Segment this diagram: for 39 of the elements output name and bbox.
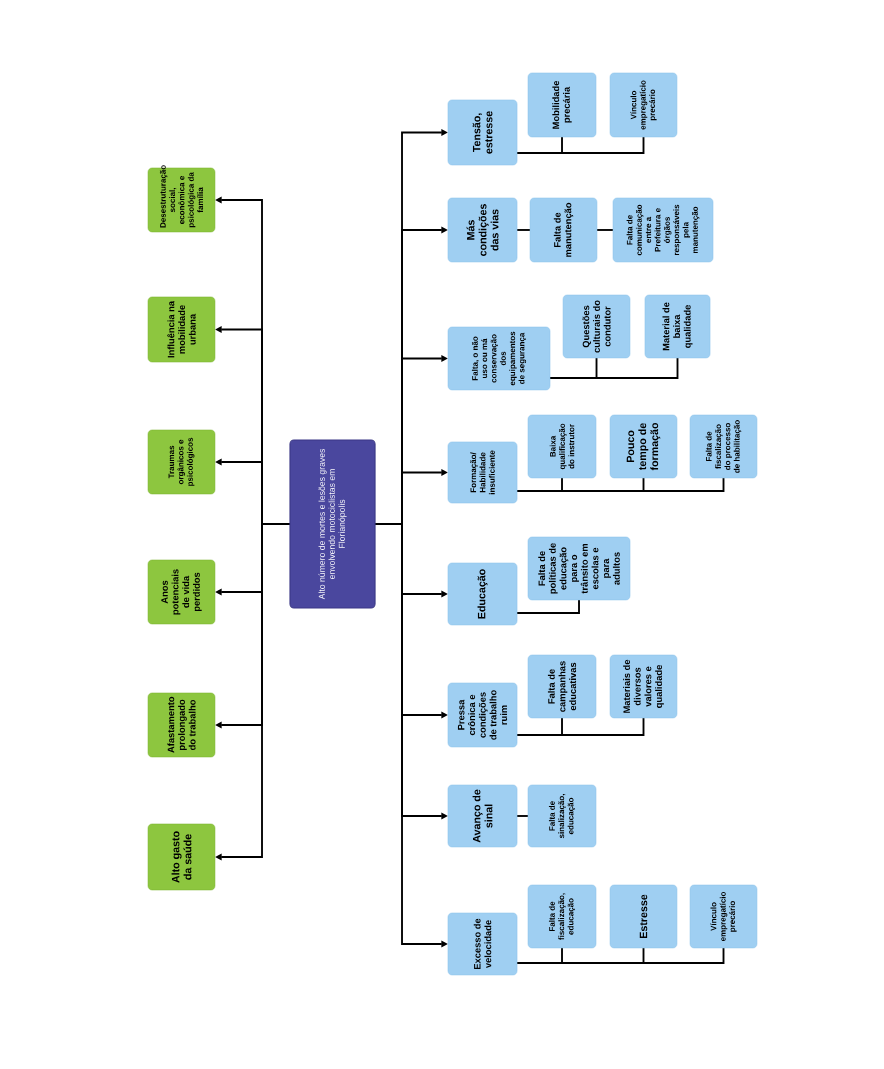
cause-box: Falta de políticas de educação para o trânsito em escolas e para adultos: [527, 536, 631, 601]
connector: [549, 357, 679, 379]
effect-box: Desestruturação social, econômica e psicológica da família: [147, 165, 216, 233]
cause-box: Falta de sinalização, educação: [527, 784, 597, 848]
effect-box: Traumas orgânicos e psicológicos: [147, 429, 216, 495]
connector: [516, 136, 645, 154]
cause-box: Más condições das vias: [447, 197, 518, 263]
cause-box: Falta de comunicação entre a Prefeitura e órgãos responsáveis pela manutenção: [612, 197, 714, 263]
cause-box: Educação: [447, 562, 518, 626]
connector: [516, 477, 725, 492]
cause-box: Avanço de sinal: [447, 784, 518, 848]
effect-box: Influência na mobilidade urbana: [147, 296, 216, 363]
connector: [596, 229, 614, 231]
cause-box: Baixa qualificação do instrutor: [527, 414, 597, 479]
cause-box: Falta de campanhas educativas: [527, 654, 597, 719]
cause-box: Falta, o não uso ou má conservação dos equipamentos de segurança: [447, 326, 551, 391]
cause-box: Mobilidade precária: [527, 72, 597, 138]
center-box: Alto número de mortes e lesões graves envolvendo motociclistas em Florianópolis: [289, 439, 376, 609]
cause-box: Tensão, estresse: [447, 99, 518, 166]
effect-box: Alto gasto da saúde: [147, 823, 216, 891]
cause-box: Vínculo empregatício precário: [689, 884, 758, 949]
cause-box: Material de baixa qualidade: [644, 294, 711, 359]
cause-box: Falta de fiscalização, educação: [527, 884, 597, 949]
effect-box: Afastamento prolongado do trabalho: [147, 692, 216, 758]
cause-box: Excesso de velocidade: [447, 912, 518, 976]
connector: [516, 717, 645, 736]
cause-box: Pressa crônica e condições de trabalho ruim: [447, 682, 518, 748]
cause-box: Materiais de diversos valores e qualidade: [609, 654, 678, 719]
connector: [516, 229, 531, 231]
cause-box: Formação/ Habilidade insuficiente: [447, 441, 518, 504]
connector: [516, 947, 725, 964]
cause-box: Questões culturais do condutor: [562, 294, 631, 359]
connector: [516, 599, 580, 614]
effect-box: Anos potenciais de vida perdidos: [147, 559, 216, 625]
cause-box: Pouco tempo de formação: [609, 414, 678, 479]
cause-box: Vínculo empregatício precário: [609, 72, 678, 138]
cause-box: Falta de manutenção: [529, 197, 598, 263]
cause-box: Estresse: [609, 884, 678, 949]
cause-box: Falta de fiscalização do processo de habilitação: [689, 414, 758, 479]
